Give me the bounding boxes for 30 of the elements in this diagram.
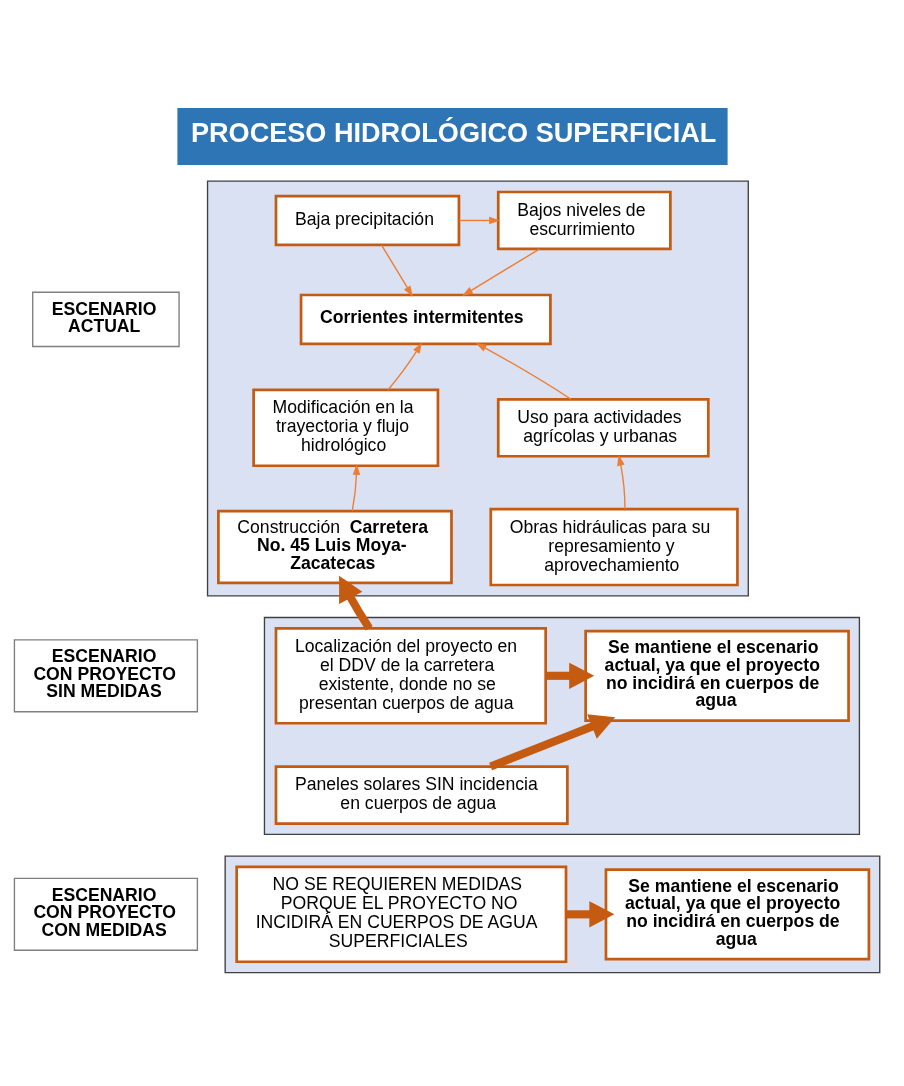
node-box: Baja precipitación bbox=[274, 194, 460, 247]
node-box: Uso para actividades agrícolas y urbanas bbox=[496, 398, 710, 458]
cluster bbox=[206, 180, 749, 597]
node-box: Se mantiene el escenario actual, ya que el proyecto no incidirá en cuerpos de agua bbox=[604, 868, 870, 961]
arrow bbox=[351, 463, 360, 512]
arrow bbox=[545, 662, 594, 689]
arrow bbox=[338, 575, 373, 631]
node-box: ESCENARIO ACTUAL bbox=[31, 291, 180, 348]
cluster bbox=[263, 616, 860, 836]
arrow bbox=[461, 248, 540, 296]
arrow bbox=[565, 901, 614, 928]
node-box: Corrientes intermitentes bbox=[299, 293, 552, 346]
cluster bbox=[224, 855, 880, 974]
node-box: Modificación en la trayectoria y flujo hidrológico bbox=[251, 388, 439, 468]
diagram-title: PROCESO HIDROLÓGICO SUPERFICIAL bbox=[190, 116, 716, 148]
node-box: ESCENARIO CON PROYECTO SIN MEDIDAS bbox=[13, 639, 198, 713]
node-box: Localización del proyecto en el DDV de la carretera existente, donde no se presentan cuerpos de agua bbox=[274, 627, 547, 725]
node-box: Bajos niveles de escurrimiento bbox=[496, 190, 672, 251]
node-box: Se mantiene el escenario actual, ya que el proyecto no incidirá en cuerpos de agua bbox=[583, 629, 850, 722]
arrow bbox=[488, 714, 615, 771]
node-box: ESCENARIO CON PROYECTO CON MEDIDAS bbox=[13, 877, 198, 951]
arrow bbox=[475, 342, 572, 400]
node-box: Obras hidráulicas para su represamiento y aprovechamiento bbox=[488, 507, 739, 587]
arrow bbox=[458, 216, 500, 225]
node-box: NO SE REQUIEREN MEDIDAS PORQUE EL PROYECTO NO INCIDIRÁ EN CUERPOS DE AGUA SUPERFICIALES bbox=[234, 865, 567, 964]
node-box: Construcción Carretera No. 45 Luis Moya- Zacatecas bbox=[216, 509, 453, 585]
node-box: Paneles solares SIN incidencia en cuerpos de agua bbox=[274, 765, 569, 825]
arrow bbox=[616, 454, 626, 510]
arrow bbox=[380, 244, 413, 297]
arrow bbox=[386, 342, 422, 391]
